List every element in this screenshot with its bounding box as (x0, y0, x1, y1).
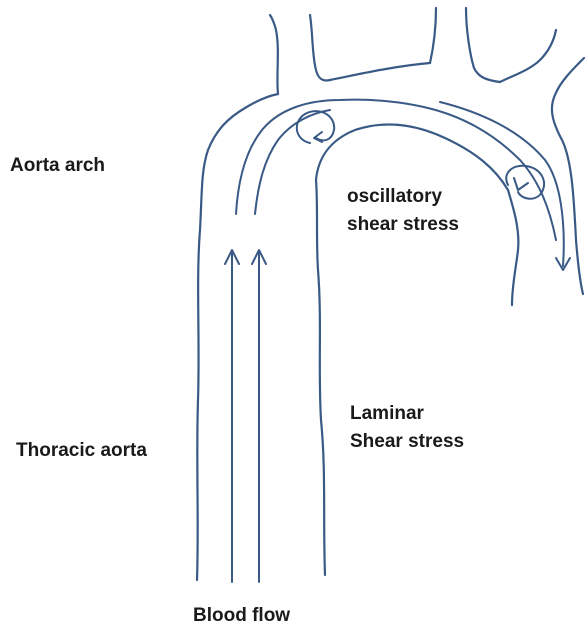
outer-wall-left (197, 94, 278, 580)
branch-one-left-wall (270, 15, 278, 94)
laminar-line-2: Shear stress (350, 428, 464, 456)
vortex-one-head (314, 132, 322, 142)
vessel-walls (197, 8, 584, 580)
vortex-two-head (514, 178, 528, 190)
branch-one-right-wall (310, 15, 330, 81)
oscillatory-line-1: oscillatory (347, 183, 459, 211)
laminar-line-1: Laminar (350, 400, 464, 428)
blood-flow-text: Blood flow (193, 602, 290, 630)
aorta-arch-text: Aorta arch (10, 152, 105, 180)
branch-three-left-wall (500, 30, 556, 82)
branch-two-right-wall (466, 8, 500, 82)
oscillatory-line-2: shear stress (347, 211, 459, 239)
branch-two-left-wall (430, 8, 436, 63)
laminar-shear-stress-label: Laminar Shear stress (350, 400, 464, 456)
aorta-arch-label: Aorta arch (10, 152, 105, 180)
vortex-two (506, 166, 544, 199)
blood-flow-label: Blood flow (193, 602, 290, 630)
inner-wall-descending (508, 190, 518, 305)
thoracic-aorta-text: Thoracic aorta (16, 437, 147, 465)
oscillatory-shear-stress-label: oscillatory shear stress (347, 183, 459, 239)
thoracic-aorta-label: Thoracic aorta (16, 437, 147, 465)
top-wall-segment-1 (330, 63, 430, 80)
flow-lines (225, 100, 570, 582)
